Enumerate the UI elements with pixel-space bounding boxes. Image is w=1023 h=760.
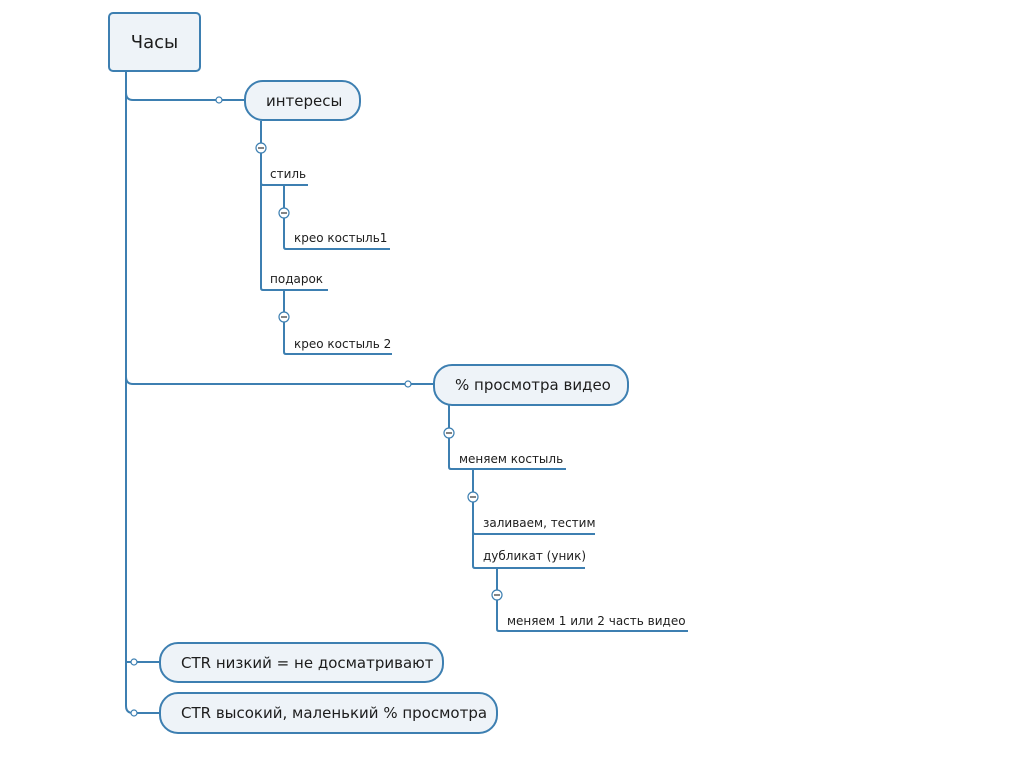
subtopic-upload[interactable]: заливаем, тестим [483, 516, 596, 530]
change-trunk [472, 469, 585, 569]
subtopic-gift[interactable]: подарок [270, 272, 324, 286]
root-node-label: Часы [130, 31, 179, 53]
topic-ctr-high-label: CTR высокий, маленький % просмотра [181, 704, 488, 722]
duplicate-trunk [496, 568, 688, 632]
connector-dot [215, 96, 223, 104]
connector-dot [130, 709, 138, 717]
topic-video-percent-label: % просмотра видео [455, 376, 611, 394]
topic-ctr-low-label: CTR низкий = не досматривают [181, 653, 434, 672]
connector-video [125, 376, 433, 385]
underline-style [260, 182, 308, 186]
connector-interests [125, 92, 244, 101]
subtopic-duplicate[interactable]: дубликат (уник) [483, 549, 587, 563]
video-trunk [448, 405, 566, 470]
connector-dot [404, 380, 412, 388]
style-trunk [283, 185, 390, 250]
collapse-toggle-video[interactable] [443, 427, 455, 439]
subtopic-change[interactable]: меняем костыль [459, 452, 564, 466]
topic-video-percent[interactable]: % просмотра видео [433, 364, 629, 406]
interests-trunk [260, 121, 328, 291]
subtopic-style-creo[interactable]: крео костыль1 [294, 231, 388, 245]
connector-dot [130, 658, 138, 666]
collapse-toggle-style[interactable] [278, 207, 290, 219]
collapse-toggle-interests[interactable] [255, 142, 267, 154]
collapse-toggle-gift[interactable] [278, 311, 290, 323]
underline-upload [472, 531, 595, 535]
collapse-toggle-change[interactable] [467, 491, 479, 503]
subtopic-change-parts[interactable]: меняем 1 или 2 часть видео [507, 614, 686, 628]
subtopic-gift-creo[interactable]: крео костыль 2 [294, 337, 392, 351]
topic-interests[interactable]: интересы [244, 80, 361, 121]
trunk-line [125, 72, 160, 714]
gift-trunk [283, 290, 392, 355]
subtopic-style[interactable]: стиль [270, 167, 307, 181]
topic-interests-label: интересы [266, 91, 343, 110]
collapse-toggle-duplicate[interactable] [491, 589, 503, 601]
topic-ctr-low[interactable]: CTR низкий = не досматривают [159, 642, 444, 683]
root-node[interactable]: Часы [108, 12, 201, 72]
topic-ctr-high[interactable]: CTR высокий, маленький % просмотра [159, 692, 498, 734]
